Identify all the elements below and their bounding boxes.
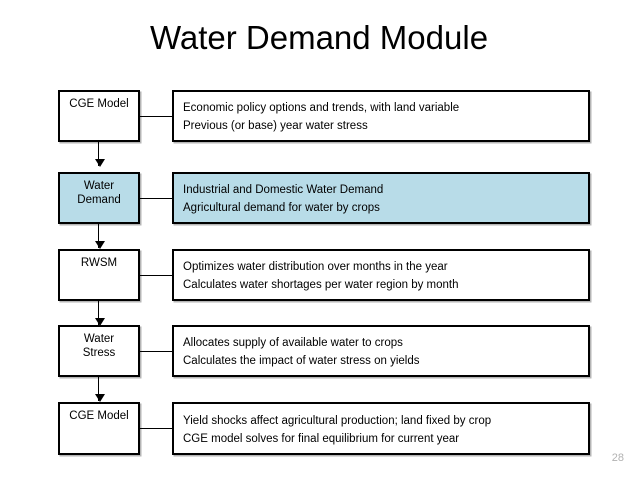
page-title: Water Demand Module	[149, 19, 489, 56]
description-box-row-1[interactable]: Economic policy options and trends, with…	[172, 90, 590, 142]
description-text: Industrial and Domestic Water Demand Agr…	[174, 174, 588, 217]
description-line: Calculates water shortages per water reg…	[183, 279, 459, 291]
description-line: Economic policy options and trends, with…	[183, 102, 460, 114]
description-text: Yield shocks affect agricultural product…	[174, 404, 588, 448]
connector-row-3	[140, 275, 172, 276]
arrow-down-2	[94, 224, 105, 249]
connector-row-4	[140, 351, 172, 352]
arrow-down-4	[94, 377, 105, 402]
description-line: Optimizes water distribution over months…	[183, 261, 448, 273]
description-box-row-2[interactable]: Industrial and Domestic Water Demand Agr…	[172, 172, 590, 224]
description-line: Agricultural demand for water by crops	[183, 202, 380, 214]
description-text: Allocates supply of available water to c…	[174, 327, 588, 370]
stage-label: CGE Model	[69, 410, 129, 422]
arrow-down-1	[94, 142, 105, 167]
stage-label: RWSM	[80, 257, 118, 269]
stage-label: Water Demand	[77, 180, 121, 206]
description-line: CGE model solves for final equilibrium f…	[183, 433, 460, 445]
description-line: Allocates supply of available water to c…	[183, 337, 403, 349]
connector-row-2	[140, 198, 172, 199]
stage-box-water-stress[interactable]: Water Stress	[58, 325, 140, 377]
stage-box-rwsm[interactable]: RWSM	[58, 249, 140, 301]
arrow-down-3	[94, 301, 105, 326]
description-line: Yield shocks affect agricultural product…	[183, 415, 492, 427]
connector-row-1	[140, 116, 172, 117]
stage-label: Water Stress	[82, 333, 116, 359]
description-line: Previous (or base) year water stress	[183, 120, 368, 132]
description-line: Industrial and Domestic Water Demand	[183, 184, 384, 196]
description-text: Economic policy options and trends, with…	[174, 92, 588, 135]
description-line: Calculates the impact of water stress on…	[183, 355, 420, 367]
stage-box-cge-model-bottom[interactable]: CGE Model	[58, 402, 140, 455]
description-text: Optimizes water distribution over months…	[174, 251, 588, 294]
page-number: 28	[611, 452, 624, 464]
description-box-row-3[interactable]: Optimizes water distribution over months…	[172, 249, 590, 301]
stage-label: CGE Model	[69, 98, 129, 110]
description-box-row-5[interactable]: Yield shocks affect agricultural product…	[172, 402, 590, 455]
stage-box-water-demand[interactable]: Water Demand	[58, 172, 140, 224]
description-box-row-4[interactable]: Allocates supply of available water to c…	[172, 325, 590, 377]
connector-row-5	[140, 428, 172, 429]
stage-box-cge-model-top[interactable]: CGE Model	[58, 90, 140, 142]
